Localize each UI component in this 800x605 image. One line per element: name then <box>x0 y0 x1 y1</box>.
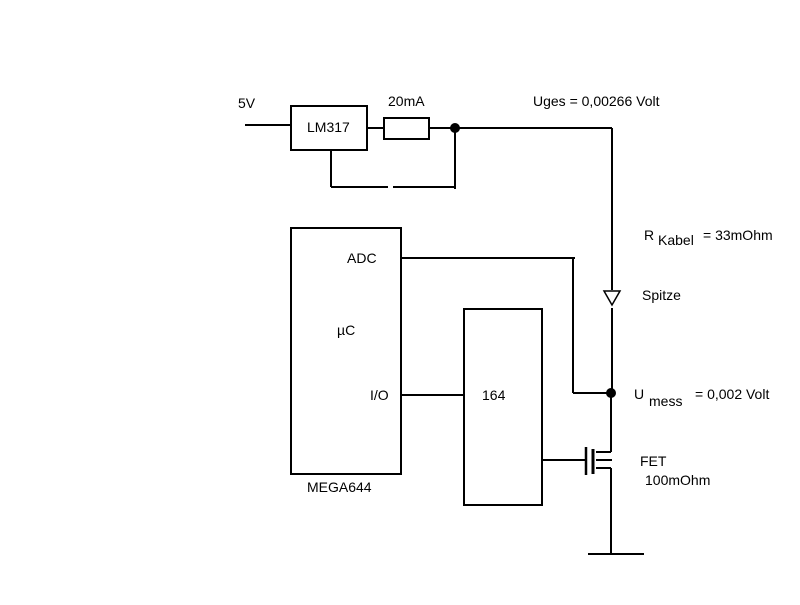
supply-label: 5V <box>238 95 256 111</box>
cable-resistance-symbol: R <box>644 227 654 243</box>
u-measured-symbol: U <box>634 386 644 402</box>
adc-pin-label: ADC <box>347 250 377 266</box>
regulator-label: LM317 <box>307 119 350 135</box>
fet-label: FET <box>640 453 667 469</box>
cable-resistance-value: = 33mOhm <box>703 227 773 243</box>
mcu-name-label: MEGA644 <box>307 479 372 495</box>
fet-resistance-label: 100mOhm <box>645 472 710 488</box>
shift-register-label: 164 <box>482 387 506 403</box>
tip-label: Spitze <box>642 287 681 303</box>
cable-resistance-subscript: Kabel <box>658 232 694 248</box>
current-set-resistor <box>383 117 430 140</box>
probe-tip-icon <box>602 290 622 307</box>
u-measured-subscript: mess <box>649 393 682 409</box>
mcu-box <box>290 227 402 475</box>
mcu-core-label: µC <box>337 322 355 338</box>
io-pin-label: I/O <box>370 387 389 403</box>
u-total-label: Uges = 0,00266 Volt <box>533 93 660 109</box>
shift-register-box <box>463 308 543 506</box>
u-measured-value: = 0,002 Volt <box>695 386 769 402</box>
fet-icon <box>584 447 612 475</box>
current-label: 20mA <box>388 93 425 109</box>
